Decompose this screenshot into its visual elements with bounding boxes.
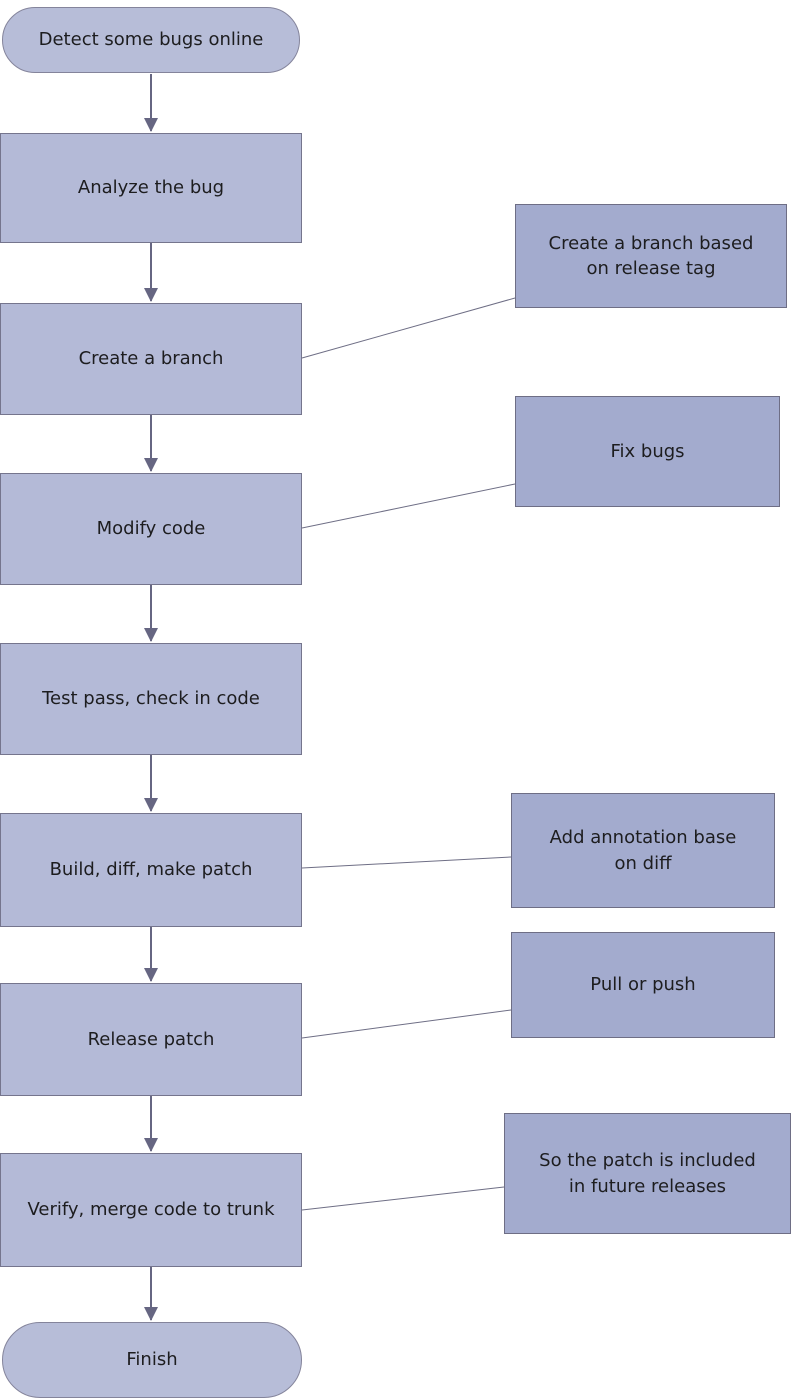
node-label: Release patch <box>87 1028 215 1050</box>
annotation-label: So the patch is included in future relea… <box>539 1150 756 1197</box>
link-verify-futurenote <box>301 1186 505 1211</box>
flow-node-release-patch: Release patch <box>0 983 302 1096</box>
link-create-branchnote <box>301 297 516 359</box>
annotation-label: Pull or push <box>590 974 696 996</box>
annotation-add-annotation-base-on-diff: Add annotation base on diff <box>511 793 775 908</box>
annotation-fix-bugs: Fix bugs <box>515 396 780 507</box>
node-label: Build, diff, make patch <box>49 859 253 881</box>
annotation-create-branch-based-on-release-tag: Create a branch based on release tag <box>515 204 787 308</box>
flow-node-build-diff-patch: Build, diff, make patch <box>0 813 302 927</box>
annotation-label: Fix bugs <box>610 440 685 462</box>
flow-node-analyze: Analyze the bug <box>0 133 302 243</box>
flow-node-start: Detect some bugs online <box>2 7 300 73</box>
node-label: Modify code <box>96 518 206 540</box>
node-label: Finish <box>126 1349 178 1371</box>
node-label: Verify, merge code to trunk <box>27 1199 275 1221</box>
annotation-patch-included-future-releases: So the patch is included in future relea… <box>504 1113 791 1234</box>
annotation-label: Add annotation base on diff <box>549 827 737 874</box>
node-label: Test pass, check in code <box>42 688 260 710</box>
flow-node-finish: Finish <box>2 1322 302 1398</box>
link-modify-fixnote <box>301 483 516 529</box>
node-label: Detect some bugs online <box>38 29 264 51</box>
flow-node-modify-code: Modify code <box>0 473 302 585</box>
node-label: Create a branch <box>78 348 224 370</box>
annotation-label: Create a branch based on release tag <box>548 232 754 279</box>
flow-node-test-pass: Test pass, check in code <box>0 643 302 755</box>
flow-node-create-branch: Create a branch <box>0 303 302 415</box>
link-release-pullnote <box>301 1009 512 1039</box>
link-build-annonote <box>301 856 512 869</box>
annotation-pull-or-push: Pull or push <box>511 932 775 1038</box>
node-label: Analyze the bug <box>77 177 225 199</box>
flow-node-verify-merge: Verify, merge code to trunk <box>0 1153 302 1267</box>
